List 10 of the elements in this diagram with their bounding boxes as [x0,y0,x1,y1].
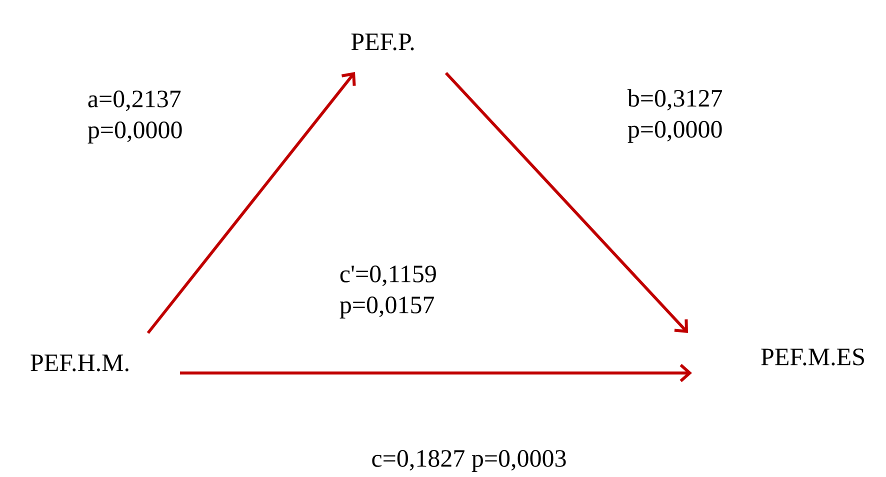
effect-label: c=0,1827 p=0,0003 [372,450,566,472]
variable-label: PEF.P. [351,34,414,50]
arrow [180,364,692,382]
arrow [444,72,688,333]
variable-label: PEF.M.ES [761,348,864,366]
arrow [146,72,356,334]
edge-label: b=0,3127 p=0,0000 [627,89,722,143]
edge-label: c'=0,1159 p=0,0157 [340,266,436,318]
variable-label: PEF.H.M. [30,354,128,372]
edge-label: a=0,2137 p=0,0000 [88,90,182,144]
